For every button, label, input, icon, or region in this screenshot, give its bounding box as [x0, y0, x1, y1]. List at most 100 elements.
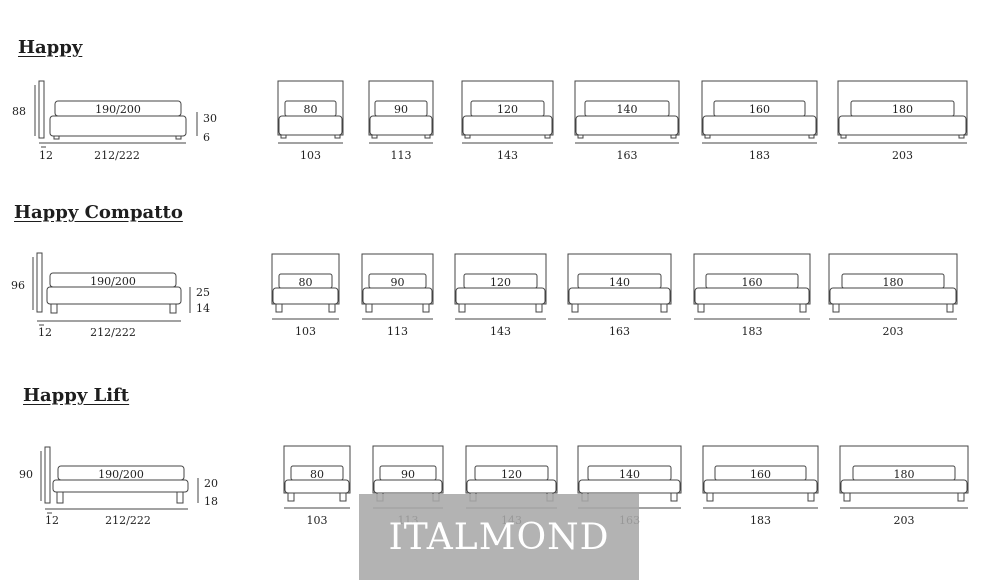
side-total-length-label: 212/222	[90, 326, 136, 339]
side-headboard-depth-label: 12	[45, 514, 59, 527]
side-headboard	[44, 446, 51, 504]
front-bed-base	[703, 479, 818, 494]
front-foot	[334, 134, 341, 139]
front-mattress-label: 90	[401, 468, 415, 481]
front-bed-base	[369, 115, 433, 136]
front-view-2-0: 80 103	[283, 445, 351, 527]
front-mattress	[713, 100, 806, 117]
front-width-label: 183	[742, 325, 763, 338]
front-bed-base	[278, 115, 343, 136]
front-width-label: 203	[892, 149, 913, 162]
front-mattress-label: 80	[304, 103, 318, 116]
side-mattress	[49, 272, 177, 288]
front-leg	[535, 303, 543, 313]
front-bed-base	[694, 287, 810, 305]
front-mattress-label: 120	[501, 468, 522, 481]
front-bed-base	[829, 287, 957, 305]
side-headboard-height-label: 88	[12, 105, 26, 118]
front-mattress-label: 120	[497, 103, 518, 116]
front-foot	[958, 134, 965, 139]
front-mattress	[584, 100, 670, 117]
front-leg	[458, 303, 466, 313]
front-mattress-label: 90	[391, 276, 405, 289]
front-leg	[706, 492, 714, 502]
front-leg	[957, 492, 965, 502]
front-bed-base	[568, 287, 671, 305]
front-foot	[424, 134, 431, 139]
front-view-1-1: 90 113	[361, 253, 434, 338]
front-bed-base	[455, 287, 546, 305]
side-headboard	[36, 252, 43, 313]
front-width-label: 143	[490, 325, 511, 338]
front-foot	[544, 134, 551, 139]
front-mattress-label: 180	[883, 276, 904, 289]
front-bed-base	[838, 115, 967, 136]
front-mattress	[278, 273, 333, 289]
front-mattress	[374, 100, 428, 117]
side-mattress-label: 190/200	[98, 468, 144, 481]
front-mattress	[577, 273, 662, 289]
side-foot	[53, 135, 60, 140]
front-width-label: 143	[497, 149, 518, 162]
front-view-0-5: 180 203	[837, 80, 968, 162]
front-mattress-label: 140	[617, 103, 638, 116]
front-foot	[840, 134, 847, 139]
side-total-length-label: 212/222	[94, 149, 140, 162]
front-mattress-label: 90	[394, 103, 408, 116]
front-mattress-label: 120	[490, 276, 511, 289]
front-foot	[808, 134, 815, 139]
front-view-1-2: 120 143	[454, 253, 547, 338]
side-foot	[175, 135, 182, 140]
side-headboard-depth-label: 12	[39, 149, 53, 162]
front-leg	[697, 303, 705, 313]
front-leg	[832, 303, 840, 313]
side-upper-dim-label: 20	[204, 477, 218, 490]
front-bed-base	[284, 479, 350, 494]
front-view-1-4: 160 183	[693, 253, 811, 338]
side-lower-dim-label: 18	[204, 495, 218, 508]
front-mattress-label: 160	[742, 276, 763, 289]
front-mattress	[284, 100, 337, 117]
watermark-text: ITALMOND	[388, 516, 610, 558]
front-width-label: 113	[387, 325, 408, 338]
side-total-length-label: 212/222	[105, 514, 151, 527]
front-width-label: 203	[894, 514, 915, 527]
section-title-happy-lift: Happy Lift	[23, 385, 130, 406]
side-bed-base	[46, 286, 182, 305]
front-view-0-2: 120 143	[461, 80, 554, 162]
side-bed-base	[49, 115, 187, 137]
front-mattress-label: 180	[892, 103, 913, 116]
front-bed-base	[575, 115, 679, 136]
front-bed-base	[702, 115, 817, 136]
front-leg	[946, 303, 954, 313]
front-mattress	[470, 100, 545, 117]
front-mattress	[850, 100, 955, 117]
front-leg	[339, 492, 347, 502]
side-leg	[56, 491, 64, 504]
front-bed-base	[373, 479, 443, 494]
front-mattress-label: 160	[749, 103, 770, 116]
front-leg	[275, 303, 283, 313]
watermark: ITALMOND	[359, 494, 639, 580]
front-width-label: 103	[307, 514, 328, 527]
front-foot	[371, 134, 378, 139]
front-leg	[365, 303, 373, 313]
side-mattress	[57, 465, 185, 481]
front-leg	[799, 303, 807, 313]
front-leg	[422, 303, 430, 313]
front-mattress	[379, 465, 437, 481]
front-mattress	[463, 273, 538, 289]
section-title-happy: Happy	[18, 37, 83, 58]
side-leg	[169, 303, 177, 314]
side-headboard-height-label: 96	[11, 279, 25, 292]
front-mattress-label: 80	[299, 276, 313, 289]
front-mattress	[841, 273, 945, 289]
front-mattress-label: 80	[310, 468, 324, 481]
front-leg	[843, 492, 851, 502]
front-mattress	[368, 273, 427, 289]
front-mattress-label: 140	[609, 276, 630, 289]
front-bed-base	[466, 479, 557, 494]
